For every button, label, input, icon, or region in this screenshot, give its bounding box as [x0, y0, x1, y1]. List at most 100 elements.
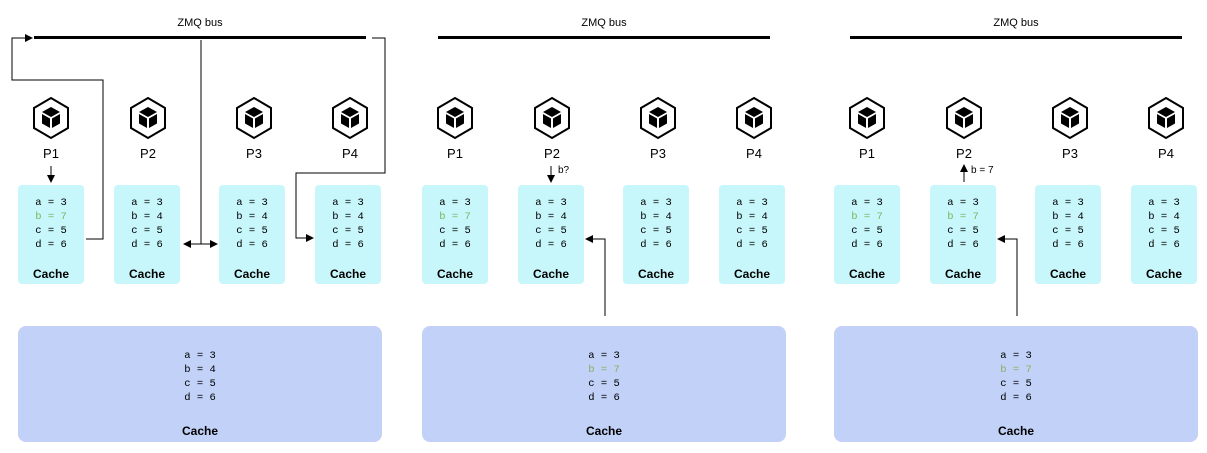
- process-label: P1: [859, 146, 875, 161]
- cache-entry: a = 3: [439, 197, 471, 209]
- cache-title: Cache: [233, 267, 271, 281]
- cache-entry: b = 4: [736, 211, 768, 223]
- process-label: P4: [1158, 146, 1174, 161]
- cache-entry: d = 6: [947, 239, 979, 251]
- cube-icon: [433, 96, 477, 140]
- cache-entry: b = 7: [35, 211, 67, 223]
- cache-title: Cache: [733, 267, 771, 281]
- cube-icon: [328, 96, 372, 140]
- cache-title: Cache: [436, 267, 474, 281]
- zmq-bus-line: [438, 36, 770, 39]
- cube-icon: [29, 96, 73, 140]
- process-label: P4: [342, 146, 358, 161]
- cache-entry: d = 6: [184, 392, 216, 404]
- process-node: P1: [29, 96, 73, 161]
- cache-entry: b = 4: [1148, 211, 1180, 223]
- zmq-bus-line: [850, 36, 1182, 39]
- cache-entry: c = 5: [1148, 225, 1180, 237]
- cache-title: Cache: [944, 267, 982, 281]
- process-node: P4: [1144, 96, 1188, 161]
- cache-entry: c = 5: [736, 225, 768, 237]
- cube-icon: [942, 96, 986, 140]
- cache-entry: c = 5: [184, 378, 216, 390]
- bus-label: ZMQ bus: [177, 17, 223, 29]
- cache-entry: b = 4: [535, 211, 567, 223]
- arrow-annotation: b?: [558, 165, 570, 176]
- cache-entry: c = 5: [332, 225, 364, 237]
- cache-entry: b = 4: [236, 211, 268, 223]
- cache-entry: a = 3: [851, 197, 883, 209]
- cache-entry: b = 7: [439, 211, 471, 223]
- cube-icon: [636, 96, 680, 140]
- cache-entry: d = 6: [1052, 239, 1084, 251]
- cache-title: Cache: [1145, 267, 1183, 281]
- cache-entry: b = 7: [851, 211, 883, 223]
- cube-icon: [732, 96, 776, 140]
- cache-entry: c = 5: [947, 225, 979, 237]
- process-label: P2: [956, 146, 972, 161]
- process-label: P2: [544, 146, 560, 161]
- process-node: P2: [530, 96, 574, 161]
- cache-entry: b = 7: [1000, 364, 1032, 376]
- store-fill-line: [997, 235, 1018, 316]
- cache-entry: d = 6: [35, 239, 67, 251]
- p1-publish-line: [11, 34, 104, 240]
- process-label: P3: [1062, 146, 1078, 161]
- cache-entry: a = 3: [640, 197, 672, 209]
- process-label: P2: [140, 146, 156, 161]
- p4-subscribe-line: [295, 37, 386, 242]
- store-fetch-line: [585, 235, 606, 316]
- cache-entry: b = 4: [184, 364, 216, 376]
- process-node: P1: [433, 96, 477, 161]
- process-label: P4: [746, 146, 762, 161]
- cache-title: Cache: [585, 424, 623, 438]
- cache-entry: c = 5: [851, 225, 883, 237]
- process-label: P1: [447, 146, 463, 161]
- process-node: P3: [1048, 96, 1092, 161]
- cache-entry: d = 6: [1148, 239, 1180, 251]
- cache-entry: c = 5: [588, 378, 620, 390]
- cube-icon: [1144, 96, 1188, 140]
- cache-entry: a = 3: [236, 197, 268, 209]
- cache-entry: c = 5: [236, 225, 268, 237]
- cache-entry: d = 6: [588, 392, 620, 404]
- cache-entry: a = 3: [1052, 197, 1084, 209]
- local-cache: a = 3 b = 7 c = 5 d = 6 Cache: [834, 185, 900, 284]
- cube-icon: [1048, 96, 1092, 140]
- cache-title: Cache: [181, 424, 219, 438]
- bus-label: ZMQ bus: [581, 17, 627, 29]
- arrow-annotation: b = 7: [971, 165, 994, 176]
- cache-entry: a = 3: [131, 197, 163, 209]
- process-label: P3: [650, 146, 666, 161]
- cache-entry: a = 3: [1000, 350, 1032, 362]
- shared-cache: a = 3 b = 4 c = 5 d = 6 Cache: [18, 326, 382, 442]
- cache-title: Cache: [997, 424, 1035, 438]
- cache-entry: d = 6: [851, 239, 883, 251]
- process-node: P3: [232, 96, 276, 161]
- cache-title: Cache: [329, 267, 367, 281]
- cache-entry: c = 5: [131, 225, 163, 237]
- cache-entry: c = 5: [1000, 378, 1032, 390]
- cache-entry: b = 4: [131, 211, 163, 223]
- cache-entry: a = 3: [184, 350, 216, 362]
- cache-title: Cache: [848, 267, 886, 281]
- cache-entry: c = 5: [35, 225, 67, 237]
- cache-entry: b = 7: [588, 364, 620, 376]
